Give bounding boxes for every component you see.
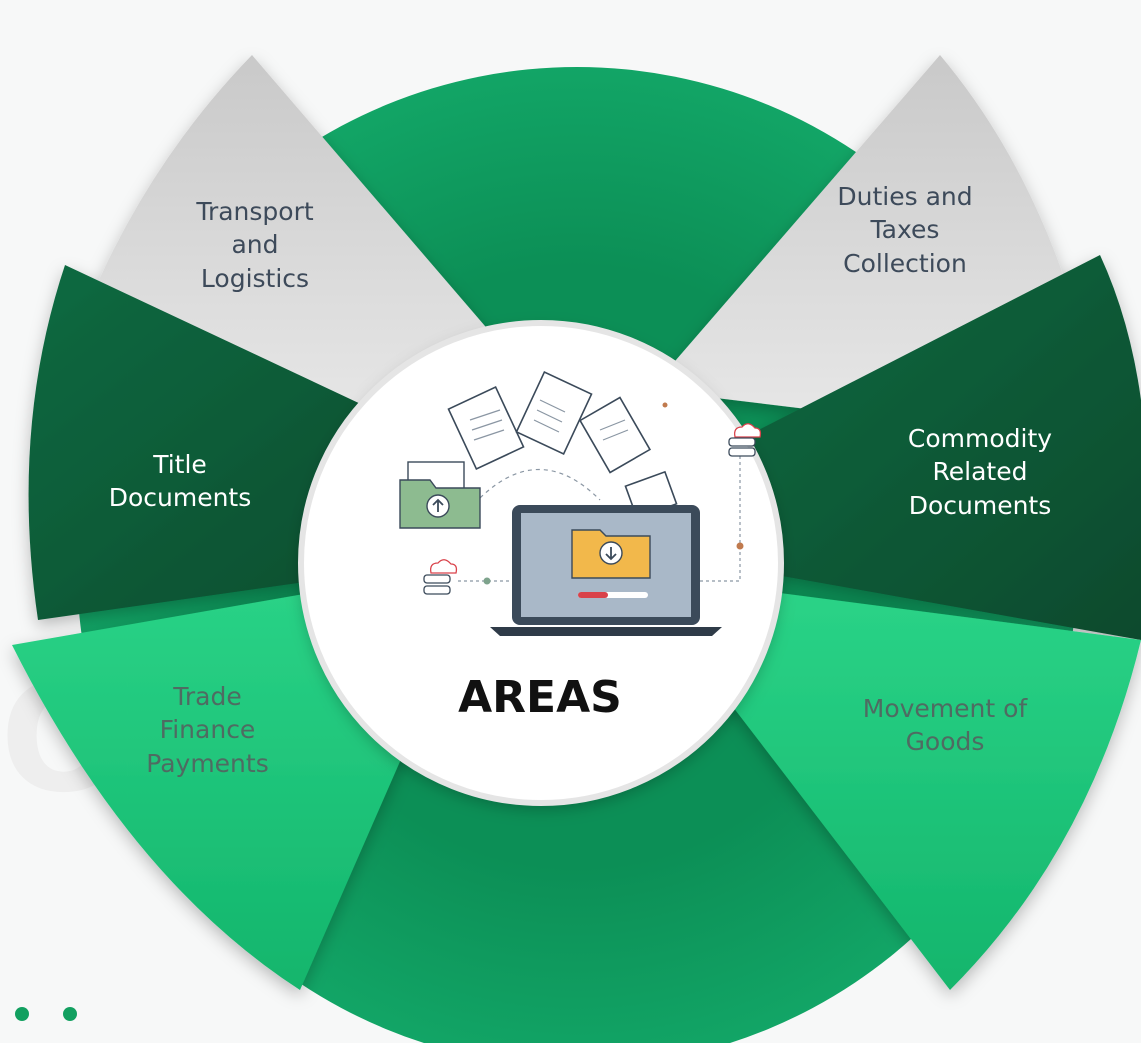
center-disc-border (298, 320, 784, 806)
document-icon (515, 371, 593, 455)
cloud-server-icon (423, 559, 458, 595)
cloud-server-icon (728, 423, 762, 457)
segment-label-trade-finance: Trade Finance Payments (146, 682, 269, 778)
segment-label-movement-goods: Movement of Goods (862, 694, 1028, 757)
upload-folder-icon (399, 461, 481, 529)
document-icon (447, 386, 525, 470)
document-transfer-illustration (399, 371, 762, 636)
pager-dot[interactable] (15, 1007, 29, 1021)
segment-duties-taxes[interactable] (650, 55, 1065, 410)
segment-transport-logistics[interactable] (90, 55, 540, 410)
segment-commodity-documents[interactable] (700, 255, 1141, 640)
segment-label-commodity-documents: Commodity Related Documents (907, 424, 1053, 520)
pager-dot[interactable] (63, 1007, 77, 1021)
laptop-icon (490, 505, 722, 636)
segment-label-transport-logistics: Transport and Logistics (196, 197, 314, 293)
segment-label-title-documents: Title Documents (108, 450, 252, 513)
segment-label-duties-taxes: Duties and Taxes Collection (837, 182, 973, 278)
center-title: AREAS (458, 672, 622, 723)
segment-movement-goods[interactable] (680, 580, 1141, 990)
